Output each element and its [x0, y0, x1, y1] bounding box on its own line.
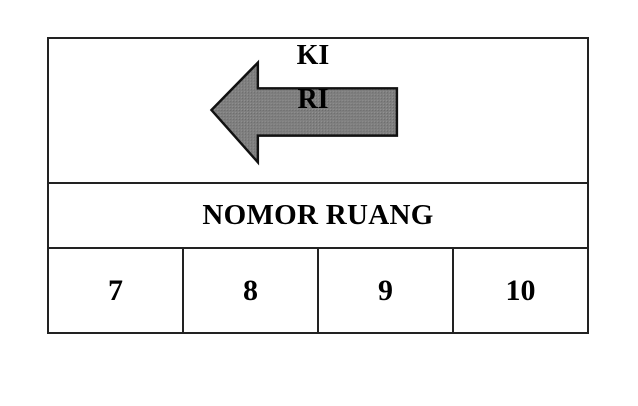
- sign-title: NOMOR RUANG: [202, 199, 434, 231]
- room-number: 8: [243, 273, 258, 307]
- left-arrow-icon: [209, 59, 399, 166]
- room-sign: KI RI NOMOR RUANG 7 8 9 10: [47, 37, 589, 334]
- title-row: NOMOR RUANG: [49, 184, 587, 249]
- room-number: 9: [378, 273, 393, 307]
- room-number: 10: [505, 273, 536, 307]
- room-number-cell: 7: [49, 249, 184, 332]
- room-number-cell: 8: [184, 249, 319, 332]
- direction-text-line-2: RI: [297, 84, 329, 115]
- room-numbers-row: 7 8 9 10: [49, 249, 587, 332]
- direction-panel: KI RI: [49, 39, 587, 184]
- room-number-cell: 9: [319, 249, 454, 332]
- room-number-cell: 10: [454, 249, 587, 332]
- direction-text-line-1: KI: [296, 40, 330, 71]
- room-number: 7: [108, 273, 123, 307]
